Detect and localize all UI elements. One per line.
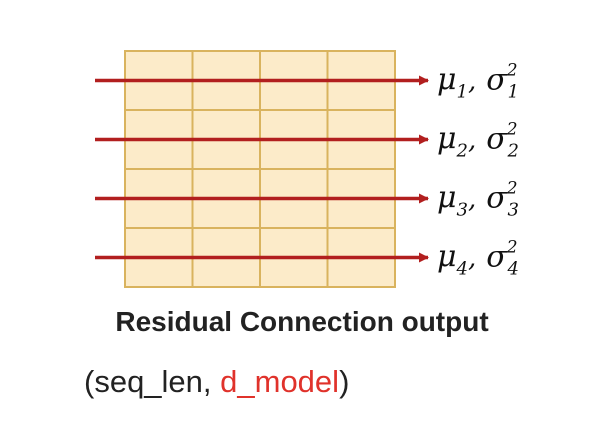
variance-symbol: σ (486, 240, 508, 275)
output-matrix (124, 50, 396, 288)
separator: , (468, 67, 476, 97)
variance-index: 4 (507, 259, 519, 280)
row-arrows (95, 75, 429, 263)
variance-symbol: σ (486, 63, 508, 98)
separator: , (468, 126, 476, 156)
mean-symbol: μ (437, 181, 457, 216)
shape-prefix: (seq_len, (84, 364, 221, 399)
mean-index: 3 (457, 200, 468, 221)
caption-title: Residual Connection output (115, 306, 489, 337)
shape-d-model: d_model (220, 364, 340, 399)
tensor-shape: (seq_len, d_model) (84, 364, 349, 400)
variance-index: 1 (508, 82, 519, 103)
separator: , (468, 185, 476, 215)
mean-symbol: μ (437, 63, 457, 98)
variance-index: 2 (507, 141, 519, 162)
variance-symbol: σ (486, 181, 508, 216)
separator: , (468, 244, 476, 274)
variance-power: 2 (506, 61, 518, 81)
mean-index: 4 (456, 259, 468, 280)
mean-symbol: μ (437, 122, 457, 157)
mean-index: 2 (456, 141, 468, 162)
variance-power: 2 (506, 120, 518, 140)
mean-index: 1 (457, 82, 468, 103)
variance-index: 3 (508, 200, 519, 221)
variance-power: 2 (506, 179, 518, 199)
variance-power: 2 (506, 238, 518, 258)
mean-symbol: μ (437, 240, 457, 275)
variance-symbol: σ (486, 122, 508, 157)
shape-suffix: ) (339, 364, 350, 399)
